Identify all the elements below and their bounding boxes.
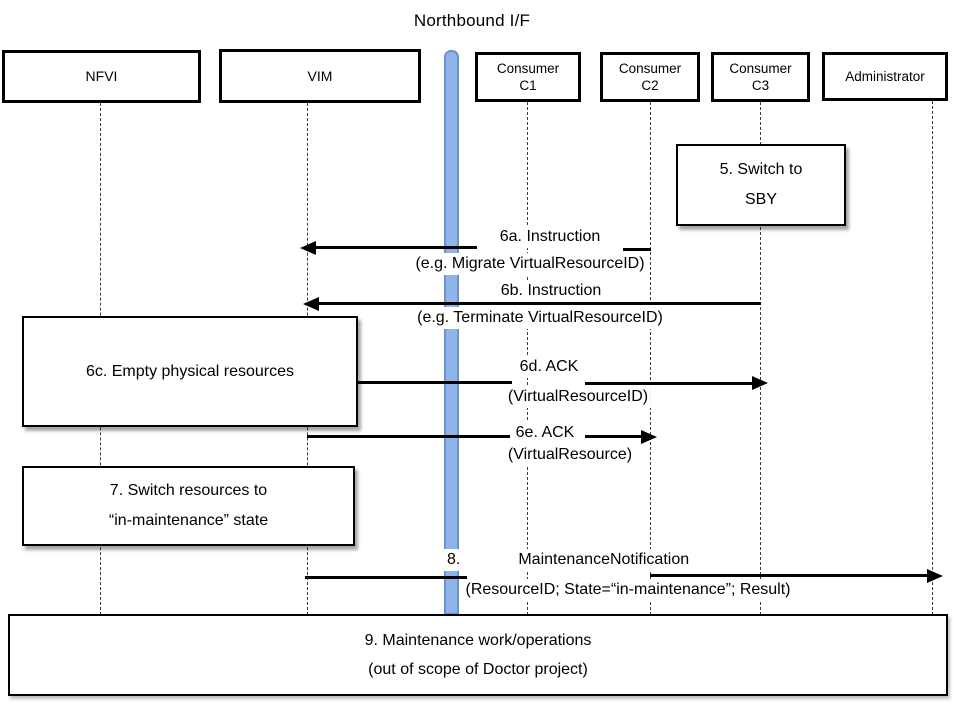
- message-6a-title: 6a. Instruction: [496, 226, 604, 248]
- note-line: (out of scope of Doctor project): [368, 661, 588, 678]
- message-6e-line: [307, 435, 510, 438]
- actor-label: Consumer: [729, 61, 792, 76]
- message-6b-detail: (e.g. Terminate VirtualResourceID): [414, 307, 666, 329]
- message-6d-line: [358, 381, 512, 384]
- message-6e-title: 6e. ACK: [512, 422, 578, 444]
- note-line: “in-maintenance” state: [108, 512, 269, 529]
- lifeline-administrator: [932, 101, 933, 615]
- message-6e-line: [585, 435, 641, 438]
- message-6b-title: 6b. Instruction: [497, 280, 605, 302]
- note-line: 7. Switch resources to: [109, 482, 268, 499]
- actor-label: C3: [751, 78, 770, 93]
- message-6e-detail: (VirtualResource): [504, 444, 636, 466]
- message-8-number: 8.: [447, 551, 461, 568]
- message-8-detail: (ResourceID; State=“in-maintenance”; Res…: [462, 579, 794, 601]
- note-step6c-empty-physical-resources: 6c. Empty physical resources: [22, 316, 358, 427]
- message-6a-line: [314, 246, 477, 249]
- message-6a-arrowhead-icon: [300, 241, 316, 255]
- note-line: 6c. Empty physical resources: [85, 362, 295, 380]
- message-6a-detail: (e.g. Migrate VirtualResourceID): [412, 253, 648, 275]
- northbound-if-bar: [444, 50, 459, 615]
- actor-box-consumer-c1: Consumer C1: [475, 52, 581, 102]
- note-step7-switch-resources: 7. Switch resources to “in-maintenance” …: [22, 466, 355, 546]
- note-line: 5. Switch to: [719, 161, 803, 178]
- lifeline-consumer-c2: [650, 102, 651, 615]
- actor-label: C1: [519, 78, 537, 93]
- message-6d-title: 6d. ACK: [516, 356, 582, 378]
- actor-label: Consumer: [618, 61, 682, 76]
- message-8-title: 8. MaintenanceNotification: [444, 549, 693, 571]
- message-6b-arrowhead-icon: [303, 297, 319, 311]
- message-6d-line: [585, 382, 752, 385]
- message-6d-detail: (VirtualResourceID): [504, 386, 652, 408]
- note-step5-switch-to-sby: 5. Switch to SBY: [676, 144, 846, 226]
- message-6a-line: [623, 248, 651, 251]
- actor-box-vim: VIM: [219, 49, 421, 103]
- actor-box-consumer-c3: Consumer C3: [711, 52, 810, 102]
- actor-box-administrator: Administrator: [822, 52, 948, 101]
- note-line: SBY: [744, 191, 777, 208]
- lifeline-consumer-c3: [760, 102, 761, 615]
- actor-label: C2: [641, 78, 659, 93]
- diagram-title: Northbound I/F: [413, 11, 531, 30]
- note-step9-maintenance-work: 9. Maintenance work/operations (out of s…: [8, 614, 948, 696]
- message-8-line: [650, 574, 927, 577]
- message-6e-arrowhead-icon: [641, 430, 657, 444]
- message-6b-line: [317, 302, 761, 305]
- actor-label: Administrator: [845, 69, 925, 84]
- actor-box-nfvi: NFVI: [2, 50, 201, 103]
- actor-label: Consumer: [496, 61, 560, 76]
- note-line: 9. Maintenance work/operations: [364, 632, 592, 649]
- actor-label: VIM: [307, 67, 333, 84]
- message-6d-arrowhead-icon: [752, 376, 768, 390]
- actor-box-consumer-c2: Consumer C2: [600, 52, 700, 102]
- actor-label: NFVI: [85, 68, 118, 84]
- message-8-arrowhead-icon: [927, 569, 943, 583]
- message-8-name: MaintenanceNotification: [518, 551, 690, 568]
- message-8-line: [305, 576, 467, 579]
